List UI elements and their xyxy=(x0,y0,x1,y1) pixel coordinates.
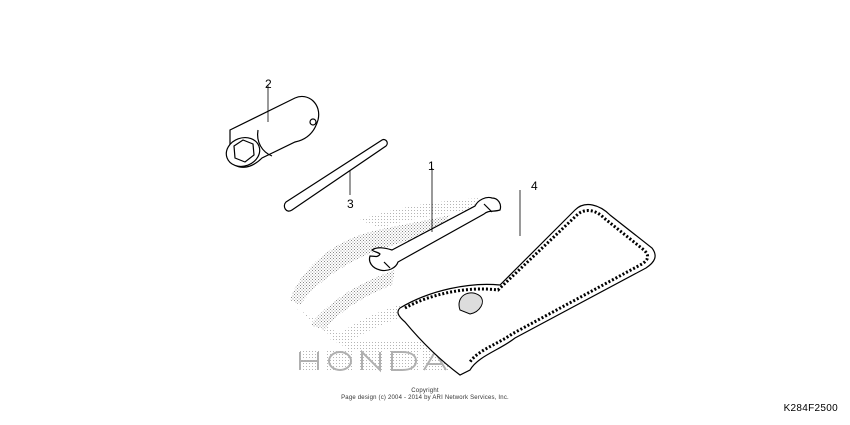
wrench-part xyxy=(368,168,502,272)
copyright-line-2: Page design (c) 2004 - 2014 by ARI Netwo… xyxy=(341,395,509,401)
callout-2: 2 xyxy=(265,77,272,91)
honda-wordmark-dots xyxy=(298,350,448,372)
honda-wing-logo xyxy=(290,198,480,350)
handle-bar-part xyxy=(283,138,388,212)
socket-wrench-part xyxy=(225,85,320,168)
diagram-code: K284F2500 xyxy=(783,403,838,414)
callout-1: 1 xyxy=(428,159,435,173)
callout-3: 3 xyxy=(347,197,354,211)
tool-bag-part xyxy=(397,190,656,376)
copyright-line-1: Copyright xyxy=(411,388,439,394)
callout-4: 4 xyxy=(531,179,538,193)
